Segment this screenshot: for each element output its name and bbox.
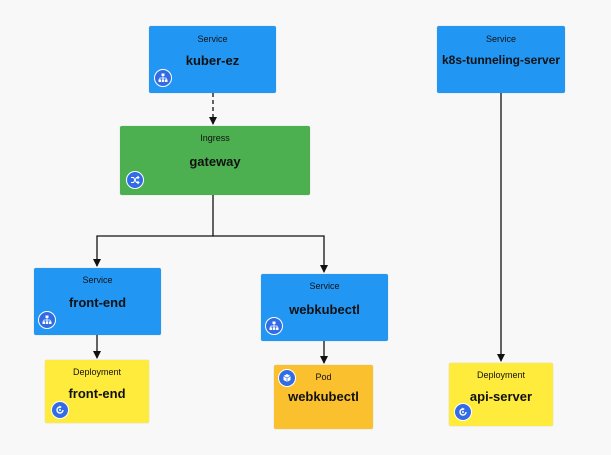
node-deployment-api-server[interactable]: Deployment api-server	[449, 363, 553, 426]
ingress-icon	[126, 171, 144, 189]
node-deployment-front-end[interactable]: Deployment front-end	[45, 360, 149, 423]
node-service-kuber-ez[interactable]: Service kuber-ez	[149, 26, 276, 93]
edge-gateway-to-front-end-service[interactable]	[93, 195, 214, 267]
node-name-label: api-server	[469, 389, 533, 404]
node-kind-label: Deployment	[476, 370, 526, 380]
node-name-label: front-end	[68, 386, 126, 401]
deployment-icon	[51, 401, 69, 419]
node-name-label: k8s-tunneling-server	[441, 53, 561, 67]
node-kind-label: Pod	[315, 372, 332, 382]
node-kind-label: Service	[485, 34, 516, 44]
node-kind-label: Ingress	[200, 133, 230, 143]
service-icon	[265, 317, 283, 335]
node-kind-label: Deployment	[72, 367, 122, 377]
node-name-label: front-end	[68, 295, 127, 310]
node-name-label: kuber-ez	[185, 53, 240, 68]
service-icon	[38, 311, 56, 329]
node-name-label: gateway	[189, 154, 241, 169]
pod-icon	[278, 369, 296, 387]
node-kind-label: Service	[309, 281, 340, 291]
edge-gateway-to-webkubectl-service[interactable]	[213, 235, 328, 273]
node-name-label: webkubectl	[288, 389, 359, 404]
service-icon	[154, 69, 172, 87]
node-kind-label: Service	[82, 275, 113, 285]
node-service-webkubectl[interactable]: Service webkubectl	[261, 274, 388, 341]
node-service-front-end[interactable]: Service front-end	[34, 268, 161, 335]
node-ingress-gateway[interactable]: Ingress gateway	[120, 126, 310, 195]
node-pod-webkubectl[interactable]: Pod webkubectl	[274, 365, 373, 429]
deployment-icon	[454, 403, 472, 421]
node-service-k8s-tunneling-server[interactable]: Service k8s-tunneling-server	[437, 26, 565, 93]
node-name-label: webkubectl	[289, 302, 360, 317]
node-kind-label: Service	[197, 34, 228, 44]
